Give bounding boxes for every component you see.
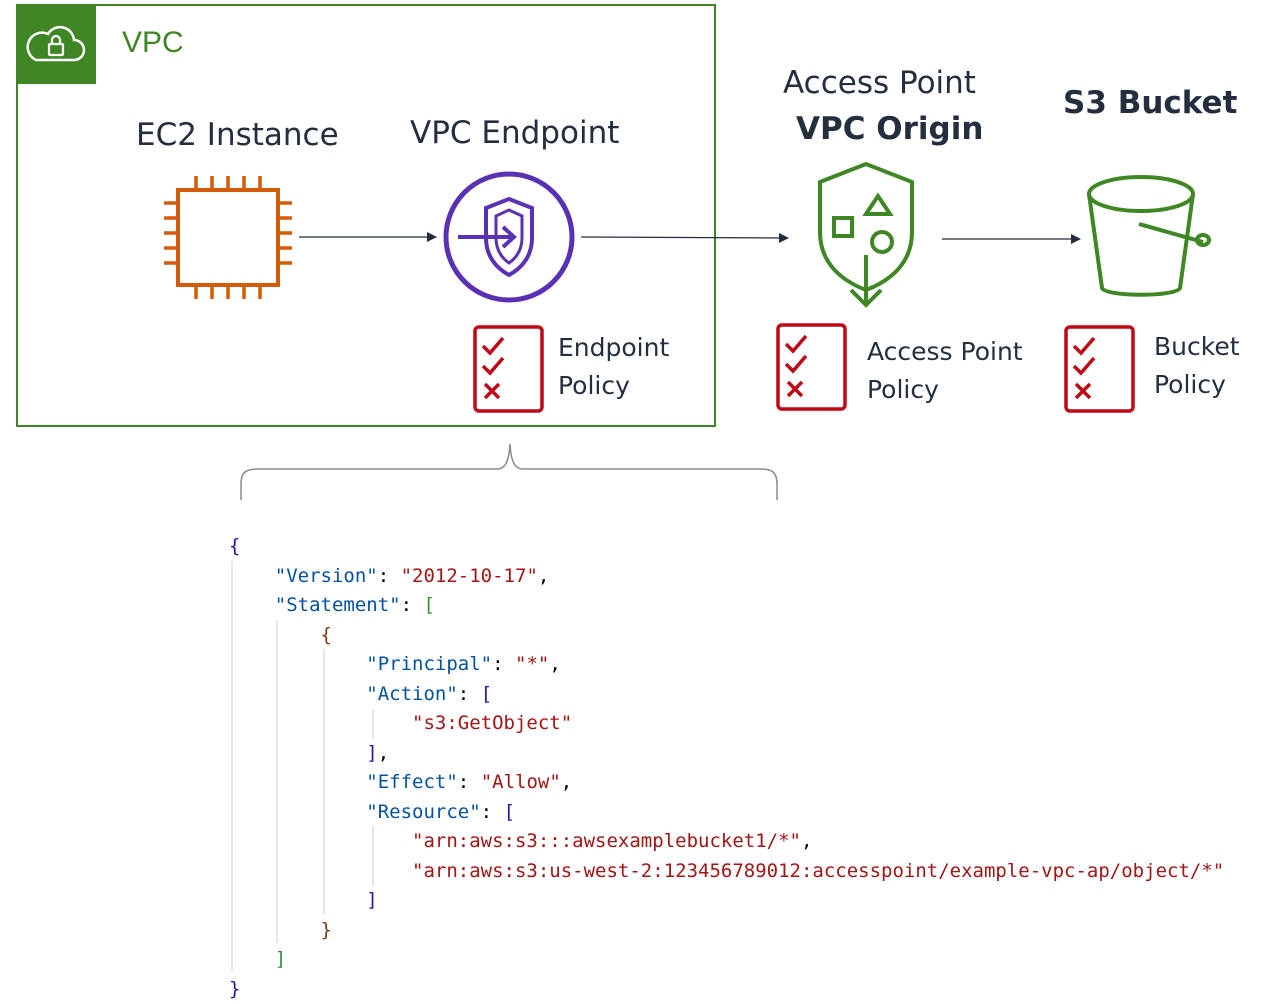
bucket-policy-line2: Policy <box>1154 370 1226 399</box>
access-point-title: Access Point <box>783 65 976 101</box>
bucket-policy-line1: Bucket <box>1154 332 1240 361</box>
access-point-shield-icon <box>818 161 914 308</box>
bucket-policy-label: Bucket Policy <box>1154 328 1240 404</box>
endpoint-policy-line2: Policy <box>558 371 630 400</box>
json-resource-key: "Resource" <box>366 800 481 823</box>
json-principal-key: "Principal" <box>366 653 493 675</box>
cloud-lock-icon <box>26 25 86 62</box>
access-point-policy-label: Access Point Policy <box>867 333 1023 409</box>
endpoint-policy-checklist-icon <box>473 325 544 413</box>
json-close-brace: } <box>229 977 241 1000</box>
access-point-policy-line1: Access Point <box>867 337 1023 366</box>
bucket-policy-checklist-icon <box>1064 325 1135 413</box>
code-indent-guides <box>231 561 374 972</box>
json-effect-value: "Allow" <box>480 771 561 793</box>
json-statement-key: "Statement" <box>274 594 401 616</box>
access-point-policy-line2: Policy <box>867 375 939 404</box>
endpoint-policy-line1: Endpoint <box>558 333 670 362</box>
vpc-endpoint-shield-icon <box>443 171 575 303</box>
vpc-badge <box>16 4 96 84</box>
vpc-container <box>16 4 716 427</box>
access-point-policy-checklist-icon <box>776 323 847 411</box>
json-principal-value: "*" <box>515 653 550 675</box>
json-open-brace: { <box>229 535 241 557</box>
s3-bucket-title: S3 Bucket <box>1063 85 1238 121</box>
arrow-endpoint-to-access-point <box>580 232 789 243</box>
json-version-key: "Version" <box>274 564 378 587</box>
ec2-instance-title: EC2 Instance <box>136 117 339 153</box>
endpoint-policy-label: Endpoint Policy <box>558 329 669 405</box>
vpc-endpoint-title: VPC Endpoint <box>410 115 620 151</box>
endpoint-policy-code: { "Version": "2012-10-17", "Statement": … <box>229 535 1225 1000</box>
json-version-value: "2012-10-17" <box>400 564 538 587</box>
json-resource-value-1: "arn:aws:s3:::awsexamplebucket1/*" <box>412 830 801 852</box>
ec2-chip-icon <box>164 176 292 299</box>
json-action-key: "Action" <box>366 682 458 705</box>
policy-brace <box>240 443 778 500</box>
vpc-label: VPC <box>122 26 184 59</box>
json-effect-key: "Effect" <box>366 771 458 793</box>
access-point-subtitle: VPC Origin <box>796 111 984 147</box>
json-action-value: "s3:GetObject" <box>412 712 573 734</box>
s3-bucket-icon <box>1087 175 1211 297</box>
json-resource-value-2: "arn:aws:s3:us-west-2:123456789012:acces… <box>412 859 1225 882</box>
